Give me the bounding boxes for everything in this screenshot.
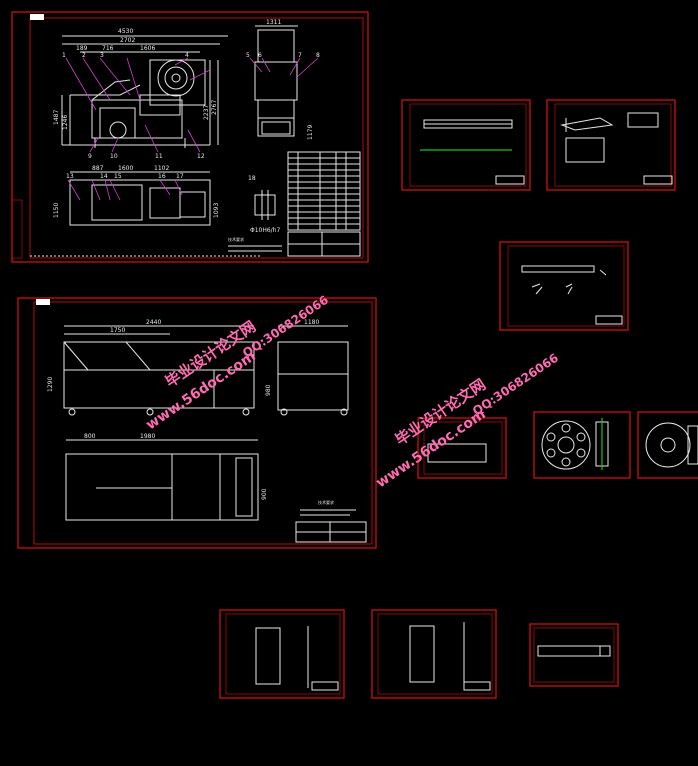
balloon-2: 2 — [82, 52, 86, 59]
shaft-detail: 18 Φ10H6/h7 — [248, 175, 281, 234]
frame-plan-dim-1: 800 — [84, 433, 96, 440]
sheet-plate — [417, 417, 507, 479]
frame-plan-dim-2: 1980 — [140, 433, 155, 440]
notes-title: 技术要求 — [228, 236, 244, 242]
balloon-12: 12 — [197, 153, 205, 160]
balloon-10: 10 — [110, 153, 118, 160]
parts-list — [287, 151, 361, 231]
dim-length-4: 1606 — [140, 45, 155, 52]
sheet-panel-1 — [219, 609, 345, 699]
frame-plan-dim-3: 900 — [261, 488, 268, 500]
dim-length-2: 2702 — [120, 37, 135, 44]
dim-height-4: 2767 — [211, 100, 218, 115]
frame-dim-width: 1180 — [304, 319, 319, 326]
balloon-4: 4 — [185, 52, 189, 59]
dim-height-1: 1487 — [53, 110, 60, 125]
balloon-16: 16 — [158, 173, 166, 180]
dim-overall-length: 4530 — [118, 28, 133, 35]
balloon-18: 18 — [248, 175, 256, 182]
balloon-3: 3 — [100, 52, 104, 59]
sheet-tag-2 — [36, 299, 50, 305]
sheet-rail — [401, 99, 531, 191]
balloon-1: 1 — [62, 52, 66, 59]
sheet-hopper — [546, 99, 676, 191]
plan-view: 887 1600 1102 1150 1093 13 14 15 16 17 — [53, 165, 220, 226]
frame-dim-length: 2440 — [146, 319, 161, 326]
sheet-disc — [637, 411, 698, 479]
frame-dim-height-2: 980 — [265, 384, 272, 396]
dim-height-2: 1246 — [62, 115, 69, 130]
dim-length-3: 716 — [102, 45, 114, 52]
dim-plan-3: 1102 — [154, 165, 169, 172]
side-view: 1311 5 6 7 8 1179 — [246, 19, 320, 140]
dim-plan-1: 887 — [92, 165, 104, 172]
front-view: 4530 2702 716 1606 189 1487 1246 2237 27… — [53, 28, 228, 160]
shaft-fit-label: Φ10H6/h7 — [250, 227, 281, 234]
sheet-panel-2 — [371, 609, 497, 699]
balloon-8: 8 — [316, 52, 320, 59]
balloon-17: 17 — [176, 173, 184, 180]
balloon-5: 5 — [246, 52, 250, 59]
balloon-11: 11 — [155, 153, 163, 160]
balloon-13: 13 — [66, 173, 74, 180]
sheet-frame: 技术要求 2440 1750 1180 1290 980 800 1980 90… — [17, 297, 377, 549]
balloon-15: 15 — [114, 173, 122, 180]
sheet-disc-detail — [533, 411, 631, 479]
balloon-6: 6 — [258, 52, 262, 59]
balloon-9: 9 — [88, 153, 92, 160]
dim-length-5: 189 — [76, 45, 88, 52]
dim-plan-height: 1150 — [53, 203, 60, 218]
dim-side-height: 1179 — [307, 125, 314, 140]
dim-plan-height-2: 1093 — [213, 203, 220, 218]
dim-plan-2: 1600 — [118, 165, 133, 172]
frame-dim-length-2: 1750 — [110, 327, 125, 334]
sheet-bracket — [499, 241, 629, 331]
balloon-14: 14 — [100, 173, 108, 180]
dim-height-3: 2237 — [203, 105, 210, 120]
balloon-7: 7 — [298, 52, 302, 59]
dim-side-width: 1311 — [266, 19, 281, 26]
sheet-tag — [30, 14, 44, 20]
sheet-bar — [529, 623, 619, 687]
sheet-assembly: 4530 2702 716 1606 189 1487 1246 2237 27… — [11, 11, 369, 263]
parts-list-rows — [288, 157, 360, 225]
frame-dim-height: 1290 — [47, 377, 54, 392]
frame-notes-title: 技术要求 — [318, 499, 334, 505]
